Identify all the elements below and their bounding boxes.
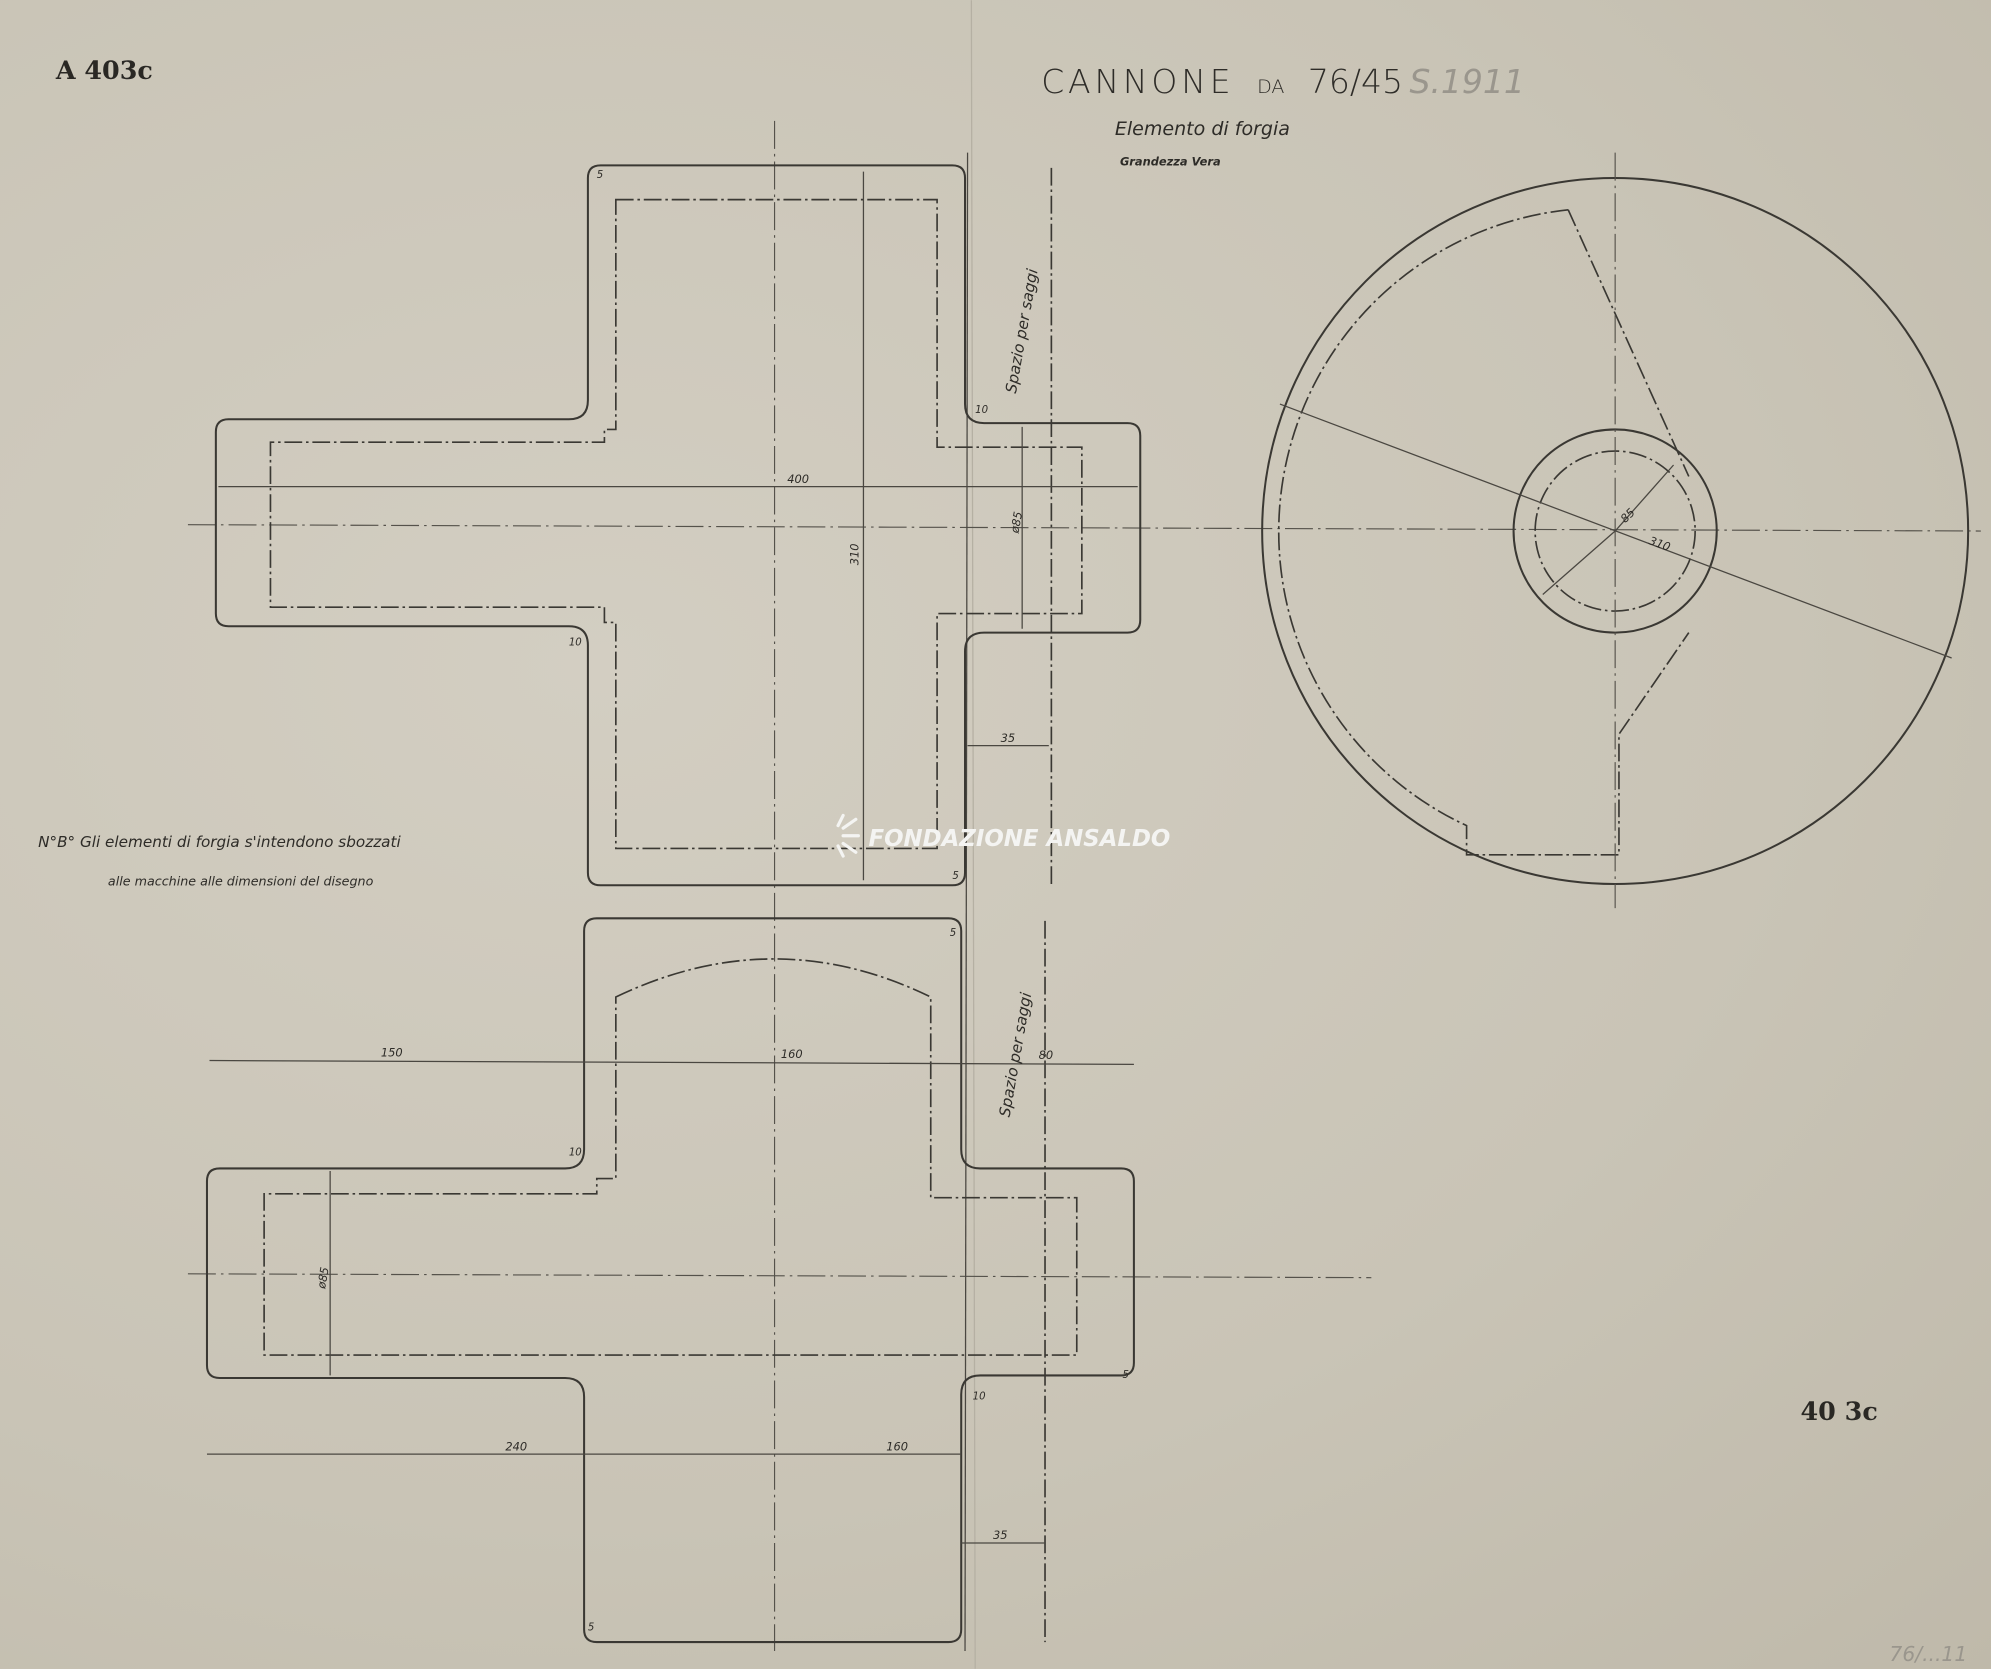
title-da: DA (1257, 76, 1284, 98)
dim-35: 35 (993, 1528, 1008, 1542)
title-main: CANNONE (1041, 62, 1234, 101)
sheet-code-bottom-right: 40 3c (1801, 1396, 1878, 1426)
drawing-title: CANNONE DA 76/45 S.1911 (1041, 62, 1525, 101)
pencil-mark-bottom: 76/...11 (1889, 1642, 1967, 1666)
watermark-text: FONDAZIONE ANSALDO (869, 826, 1171, 852)
dim-35: 35 (1001, 731, 1016, 745)
radius-label: 5 (597, 170, 603, 181)
radius-label: 5 (588, 1623, 594, 1634)
radius-label: 10 (973, 1392, 986, 1403)
title-pencil-note: S.1911 (1409, 62, 1524, 101)
radius-label: 10 (569, 1148, 582, 1159)
dim-diameter-85: ø85 (1007, 510, 1025, 535)
note-line-2: alle macchine alle dimensioni del disegn… (108, 873, 374, 888)
fondazione-ansaldo-watermark: FONDAZIONE ANSALDO (836, 813, 1171, 858)
top-piece-outline (214, 164, 1142, 887)
sheet-code-top-left: A 403c (55, 55, 153, 85)
dim-400: 400 (787, 472, 809, 486)
radius-label: 5 (1122, 1370, 1128, 1381)
dim-310-circle: 310 (1647, 533, 1672, 554)
dim-line-top (209, 1059, 1134, 1065)
reference-line (964, 152, 969, 1651)
dim-80: 80 (1039, 1048, 1054, 1062)
scale-note: Grandezza Vera (1120, 154, 1221, 168)
bottom-piece-finished-contour (263, 958, 1078, 1356)
dim-line-85-circle-lower (1542, 530, 1616, 595)
bottom-forging-piece: 150 160 80 ø85 240 160 35 Spazio per sag… (205, 917, 1135, 1644)
dim-160-bottom: 160 (886, 1439, 908, 1453)
radius-label: 10 (569, 637, 582, 648)
bottom-piece-outline (205, 917, 1135, 1644)
dim-150: 150 (381, 1046, 403, 1060)
dim-160: 160 (781, 1047, 803, 1061)
radius-label: 10 (975, 405, 988, 416)
note-line-1: N°B° Gli elementi di forgia s'intendono … (38, 833, 401, 851)
subtitle: Elemento di forgia (1115, 118, 1290, 140)
top-horizontal-centerline (187, 524, 1981, 532)
fold-line (970, 0, 976, 1669)
dim-310: 310 (847, 544, 861, 566)
dim-diameter-85: ø85 (314, 1266, 332, 1291)
saggi-label: Spazio per saggi (1002, 267, 1042, 395)
dim-line-85-circle (1614, 464, 1675, 532)
title-caliber: 76/45 (1308, 62, 1403, 101)
dim-240: 240 (505, 1439, 527, 1453)
top-piece-finished-contour (269, 198, 1083, 850)
ansaldo-logo-icon (836, 813, 860, 858)
bottom-horizontal-centerline (187, 1273, 1372, 1279)
cutaway-contour (1277, 208, 1690, 856)
circular-section-view: 85 310 (1261, 152, 1970, 909)
radius-label: 5 (952, 871, 958, 882)
saggi-label: Spazio per saggi (996, 990, 1036, 1118)
radius-label: 5 (950, 928, 956, 939)
